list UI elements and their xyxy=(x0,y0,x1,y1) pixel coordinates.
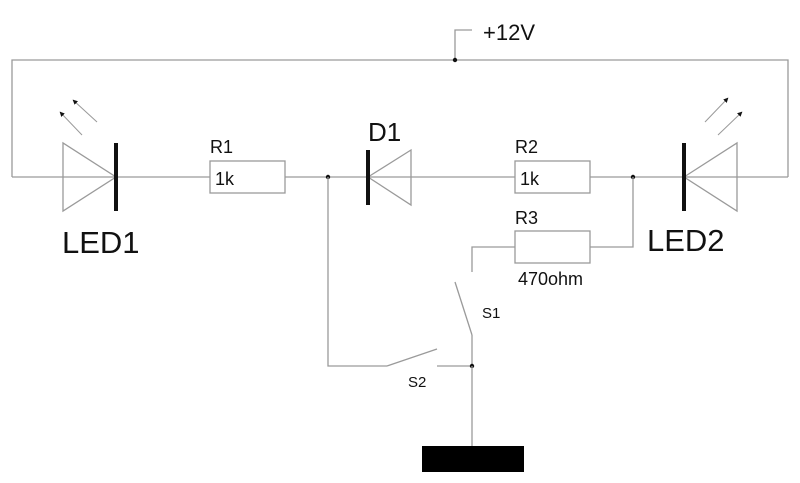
supply-rail: +12V xyxy=(11,20,789,177)
led2: LED2 xyxy=(647,97,743,258)
light-arrow-icon xyxy=(704,97,729,123)
wire xyxy=(327,177,387,367)
r1-label: R1 xyxy=(210,137,233,157)
supply-label: +12V xyxy=(483,20,535,45)
r3-value: 470ohm xyxy=(518,269,583,289)
led1: LED1 xyxy=(59,99,140,260)
s1-label: S1 xyxy=(482,305,500,322)
wire xyxy=(590,177,634,248)
light-arrow-icon xyxy=(72,99,98,123)
r3-label: R3 xyxy=(515,208,538,228)
light-arrow-icon xyxy=(717,111,743,136)
resistor-r1: R1 1k xyxy=(209,137,286,194)
led1-label: LED1 xyxy=(62,225,140,260)
r1-value: 1k xyxy=(215,169,235,189)
ground-symbol xyxy=(422,446,524,472)
switch-s2: S2 xyxy=(386,348,472,391)
d1-label: D1 xyxy=(368,117,401,147)
resistor-r3: R3 470ohm xyxy=(471,208,591,289)
s2-label: S2 xyxy=(408,374,426,391)
light-arrow-icon xyxy=(59,111,83,136)
diode-d1: D1 xyxy=(366,117,412,207)
r2-value: 1k xyxy=(520,169,540,189)
r2-label: R2 xyxy=(515,137,538,157)
resistor-r2: R2 1k xyxy=(514,137,591,194)
switch-s1: S1 xyxy=(454,281,500,366)
led2-label: LED2 xyxy=(647,223,725,258)
